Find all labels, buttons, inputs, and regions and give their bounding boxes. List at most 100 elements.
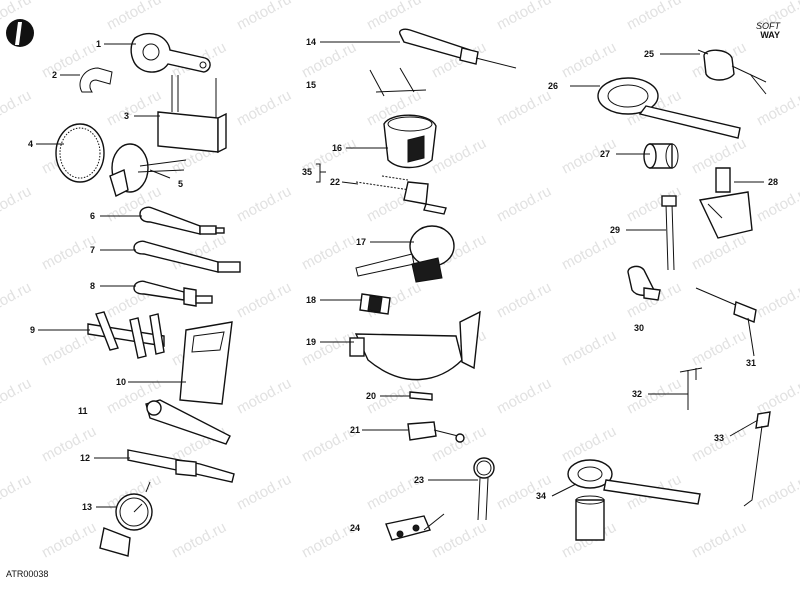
watermark-text: motod.ru bbox=[0, 375, 34, 418]
callout-5: 5 bbox=[178, 179, 183, 189]
callout-32: 32 bbox=[632, 389, 642, 399]
callout-1: 1 bbox=[96, 39, 101, 49]
watermark-text: motod.ru bbox=[754, 279, 800, 322]
tool-11-socket-handle bbox=[145, 399, 231, 445]
callout-4: 4 bbox=[28, 139, 33, 149]
tool-4-degree-disc bbox=[55, 123, 105, 183]
tool-12-puller bbox=[127, 449, 235, 483]
watermark-text: motod.ru bbox=[494, 87, 554, 130]
watermark-text: motod.ru bbox=[39, 423, 99, 466]
callout-6: 6 bbox=[90, 211, 95, 221]
callout-33: 33 bbox=[714, 433, 724, 443]
watermark-text: motod.ru bbox=[234, 183, 294, 226]
watermark-text: motod.ru bbox=[0, 183, 34, 226]
callout-3: 3 bbox=[124, 111, 129, 121]
callout-30: 30 bbox=[634, 323, 644, 333]
watermark-text: motod.ru bbox=[559, 39, 619, 82]
tool-7-drift bbox=[133, 240, 241, 273]
watermark-text: motod.ru bbox=[559, 135, 619, 178]
callout-15: 15 bbox=[306, 80, 316, 90]
watermark-text: motod.ru bbox=[234, 471, 294, 514]
watermark-text: motod.ru bbox=[754, 471, 800, 514]
tool-33-hook-rod bbox=[743, 411, 771, 507]
callout-8: 8 bbox=[90, 281, 95, 291]
callout-27: 27 bbox=[600, 149, 610, 159]
callout-labels: 1 2 3 4 5 6 7 8 9 10 11 12 13 14 15 16 3… bbox=[28, 37, 778, 533]
callout-18: 18 bbox=[306, 295, 316, 305]
tool-32-key bbox=[679, 367, 703, 410]
callout-12: 12 bbox=[80, 453, 90, 463]
tool-6-drift bbox=[139, 206, 225, 235]
callout-25: 25 bbox=[644, 49, 654, 59]
watermark-text: motod.ru bbox=[0, 87, 34, 130]
watermark-text: motod.ru bbox=[559, 231, 619, 274]
callout-2: 2 bbox=[52, 70, 57, 80]
callout-9: 9 bbox=[30, 325, 35, 335]
tool-23-dial-indicator bbox=[473, 457, 495, 521]
watermark-text: motod.ru bbox=[234, 375, 294, 418]
watermark-text: motod.ru bbox=[689, 327, 749, 370]
tool-24-holder bbox=[385, 513, 445, 541]
tool-22-pin-set bbox=[355, 175, 447, 215]
callout-21: 21 bbox=[350, 425, 360, 435]
tool-5-pointer-wheel bbox=[109, 143, 187, 197]
leader-lines bbox=[36, 41, 764, 508]
tool-18-bushing bbox=[359, 293, 391, 315]
callout-28: 28 bbox=[768, 177, 778, 187]
watermark-text: motod.ru bbox=[39, 519, 99, 562]
watermark-text: motod.ru bbox=[104, 0, 164, 34]
callout-35: 35 bbox=[302, 167, 312, 177]
tool-8-drift bbox=[133, 280, 213, 307]
callout-19: 19 bbox=[306, 337, 316, 347]
tool-20-pin bbox=[409, 391, 433, 401]
watermark-text: motod.ru bbox=[689, 519, 749, 562]
watermark-text: motod.ru bbox=[0, 471, 34, 514]
callout-26: 26 bbox=[548, 81, 558, 91]
tool-14-long-pin bbox=[398, 28, 517, 69]
watermark-text: motod.ru bbox=[104, 87, 164, 130]
callout-13: 13 bbox=[82, 502, 92, 512]
watermark-text: motod.ru bbox=[494, 375, 554, 418]
document-code: ATR00038 bbox=[6, 569, 49, 579]
tool-28-support bbox=[698, 167, 753, 239]
tool-27-ring bbox=[643, 143, 679, 169]
watermark-text: motod.ru bbox=[234, 0, 294, 34]
tool-29-rod bbox=[661, 195, 677, 271]
tool-26-ring-wrench bbox=[597, 77, 741, 139]
watermark-text: motod.ru bbox=[169, 519, 229, 562]
watermark-text: motod.ru bbox=[364, 0, 424, 34]
callout-14: 14 bbox=[306, 37, 316, 47]
watermark-text: motod.ru bbox=[559, 423, 619, 466]
brand-line-1: SOFT bbox=[756, 21, 780, 31]
tool-34-spanner-socket bbox=[567, 459, 701, 541]
callout-20: 20 bbox=[366, 391, 376, 401]
watermark-text: motod.ru bbox=[494, 0, 554, 34]
tool-2-hook bbox=[79, 67, 113, 93]
tool-19-c-clamp bbox=[349, 310, 481, 381]
tool-1-ring-spanner bbox=[130, 32, 211, 73]
watermark-text: motod.ru bbox=[299, 231, 359, 274]
brand-logo: SOFT WAY bbox=[756, 22, 780, 40]
tool-25-t-handle bbox=[697, 49, 767, 95]
callout-16: 16 bbox=[332, 143, 342, 153]
watermark-text: motod.ru bbox=[754, 375, 800, 418]
callout-31: 31 bbox=[746, 358, 756, 368]
tool-10-tester bbox=[179, 321, 233, 405]
watermark-text: motod.ru bbox=[559, 327, 619, 370]
watermark-text: motod.ru bbox=[429, 135, 489, 178]
callout-10: 10 bbox=[116, 377, 126, 387]
watermark-text: motod.ru bbox=[494, 183, 554, 226]
brand-line-2: WAY bbox=[760, 30, 780, 40]
logo-icon bbox=[6, 19, 34, 47]
tool-3-alignment-block bbox=[157, 75, 227, 154]
callout-11: 11 bbox=[78, 406, 88, 416]
tool-31-probe bbox=[695, 287, 757, 323]
watermark-text: motod.ru bbox=[0, 279, 34, 322]
tool-16-cup-tool bbox=[383, 114, 437, 169]
watermark-text: motod.ru bbox=[754, 87, 800, 130]
watermark-text: motod.ru bbox=[689, 423, 749, 466]
watermark-text: motod.ru bbox=[234, 279, 294, 322]
watermark-text: motod.ru bbox=[494, 279, 554, 322]
